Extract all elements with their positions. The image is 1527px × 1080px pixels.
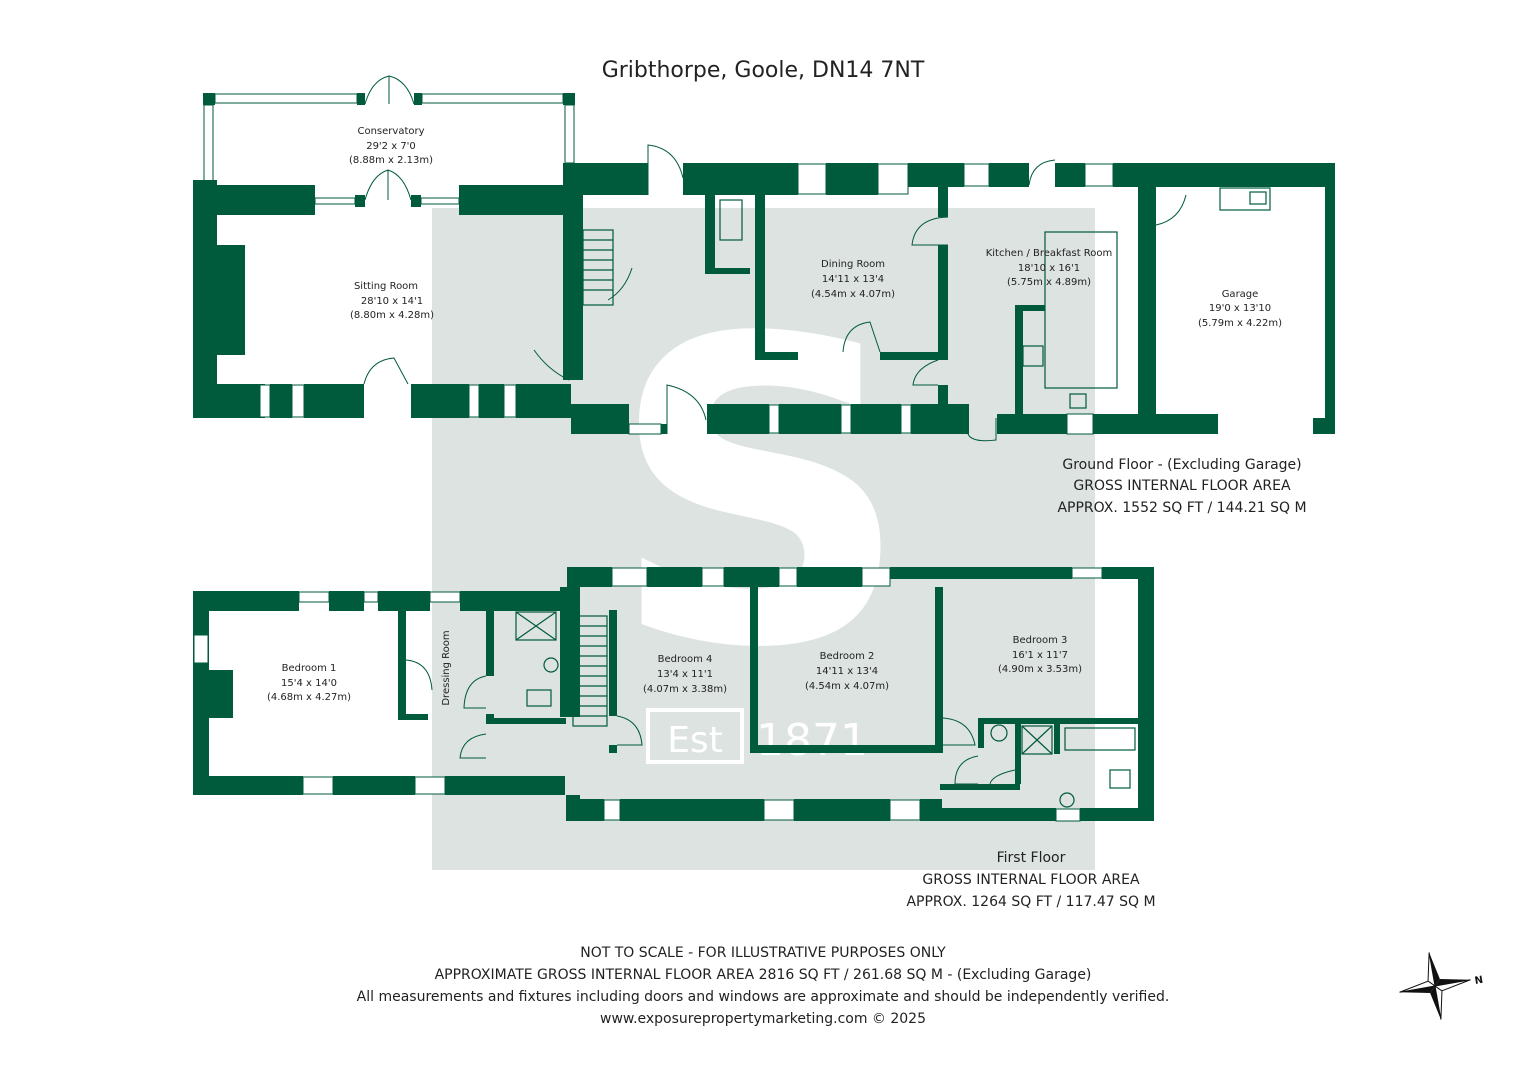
area-line: Ground Floor - (Excluding Garage): [1062, 457, 1301, 473]
room-bedroom-4: Bedroom 4 13'4 x 11'1 (4.07m x 3.38m): [643, 654, 727, 695]
room-dim-metric: (4.07m x 3.38m): [643, 684, 727, 695]
room-name: Kitchen / Breakfast Room: [986, 248, 1113, 259]
room-dim-imperial: 19'0 x 13'10: [1209, 303, 1271, 314]
room-name: Bedroom 2: [820, 651, 875, 662]
room-name: Dining Room: [821, 259, 885, 270]
footer-notes: NOT TO SCALE - FOR ILLUSTRATIVE PURPOSES…: [357, 945, 1170, 1027]
footer-line: APPROXIMATE GROSS INTERNAL FLOOR AREA 28…: [435, 967, 1092, 983]
room-dim-imperial: 15'4 x 14'0: [281, 678, 337, 689]
room-bedroom-2: Bedroom 2 14'11 x 13'4 (4.54m x 4.07m): [805, 651, 889, 692]
first-floor-plan: Bedroom 1 15'4 x 14'0 (4.68m x 4.27m) Dr…: [193, 567, 1156, 910]
ground-floor-area: Ground Floor - (Excluding Garage) GROSS …: [1057, 457, 1306, 516]
footer-line: NOT TO SCALE - FOR ILLUSTRATIVE PURPOSES…: [580, 945, 946, 961]
main-house-walls: [563, 144, 1335, 442]
room-dim-imperial: 14'11 x 13'4: [822, 274, 884, 285]
room-dining-room: Dining Room 14'11 x 13'4 (4.54m x 4.07m): [811, 259, 895, 300]
conservatory-walls: [203, 75, 575, 186]
room-conservatory: Conservatory 29'2 x 7'0 (8.88m x 2.13m): [349, 126, 433, 166]
room-kitchen: Kitchen / Breakfast Room 18'10 x 16'1 (5…: [986, 248, 1113, 288]
room-dim-metric: (4.68m x 4.27m): [267, 692, 351, 703]
room-dim-metric: (4.90m x 3.53m): [998, 664, 1082, 675]
room-dim-imperial: 13'4 x 11'1: [657, 669, 713, 680]
room-dim-metric: (8.88m x 2.13m): [349, 155, 433, 166]
room-dim-metric: (5.75m x 4.89m): [1007, 277, 1091, 288]
area-line: APPROX. 1552 SQ FT / 144.21 SQ M: [1057, 500, 1306, 516]
ground-staircase: [582, 229, 614, 306]
room-dim-imperial: 18'10 x 16'1: [1018, 263, 1080, 274]
room-bedroom-1: Bedroom 1 15'4 x 14'0 (4.68m x 4.27m): [267, 663, 351, 703]
room-name: Conservatory: [357, 126, 424, 137]
room-dim-metric: (5.79m x 4.22m): [1198, 318, 1282, 329]
room-name: Bedroom 3: [1013, 635, 1068, 646]
room-name: Bedroom 4: [658, 654, 713, 665]
footer-url: www.exposurepropertymarketing.com © 2025: [600, 1011, 926, 1027]
compass-label: N: [1474, 975, 1484, 987]
room-name: Garage: [1222, 289, 1259, 300]
room-sitting-room: Sitting Room 28'10 x 14'1 (8.80m x 4.28m…: [350, 281, 434, 321]
footer-line: All measurements and fixtures including …: [357, 989, 1170, 1005]
room-name: Bedroom 1: [282, 663, 337, 674]
compass-icon: N: [1399, 952, 1484, 1020]
plan-title: Gribthorpe, Goole, DN14 7NT: [602, 58, 925, 83]
room-dim-imperial: 28'10 x 14'1: [361, 296, 423, 307]
room-dim-metric: (8.80m x 4.28m): [350, 310, 434, 321]
room-dim-imperial: 16'1 x 11'7: [1012, 650, 1068, 661]
room-garage: Garage 19'0 x 13'10 (5.79m x 4.22m): [1198, 289, 1282, 329]
area-line: APPROX. 1264 SQ FT / 117.47 SQ M: [906, 894, 1155, 910]
first-floor-area: First Floor GROSS INTERNAL FLOOR AREA AP…: [906, 850, 1155, 910]
area-line: GROSS INTERNAL FLOOR AREA: [922, 872, 1140, 888]
room-dim-metric: (4.54m x 4.07m): [811, 289, 895, 300]
area-line: GROSS INTERNAL FLOOR AREA: [1073, 478, 1291, 494]
watermark-badge-right: 1871: [756, 715, 868, 766]
first-staircase: [572, 615, 608, 727]
first-floor-walls: [193, 567, 1154, 822]
watermark-badge-left: Est: [667, 720, 723, 761]
ground-floor-plan: Conservatory 29'2 x 7'0 (8.88m x 2.13m) …: [193, 75, 1335, 516]
room-bedroom-3: Bedroom 3 16'1 x 11'7 (4.90m x 3.53m): [998, 635, 1082, 675]
watermark-badge: [646, 708, 744, 764]
room-dim-imperial: 29'2 x 7'0: [366, 141, 416, 152]
sitting-room-walls: [193, 165, 583, 418]
room-name: Sitting Room: [354, 281, 418, 292]
room-dressing-room: Dressing Room: [441, 630, 452, 705]
area-line: First Floor: [997, 850, 1066, 866]
room-dim-imperial: 14'11 x 13'4: [816, 666, 878, 677]
room-dim-metric: (4.54m x 4.07m): [805, 681, 889, 692]
